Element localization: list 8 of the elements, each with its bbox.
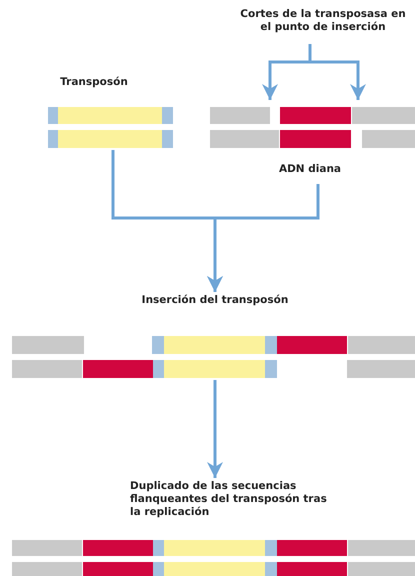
node-heading: Transposón (59, 76, 129, 89)
arrow (207, 184, 320, 292)
arrow (308, 44, 366, 100)
step-heading: Duplicado de las secuencias flanqueantes del transposón tras la replicación (130, 480, 328, 519)
node-heading: ADN diana (278, 163, 342, 176)
annotation-text: Cortes de la transposasa en el punto de inserción (239, 8, 407, 34)
step-heading: Inserción del transposón (140, 294, 290, 307)
arrow (207, 380, 223, 478)
